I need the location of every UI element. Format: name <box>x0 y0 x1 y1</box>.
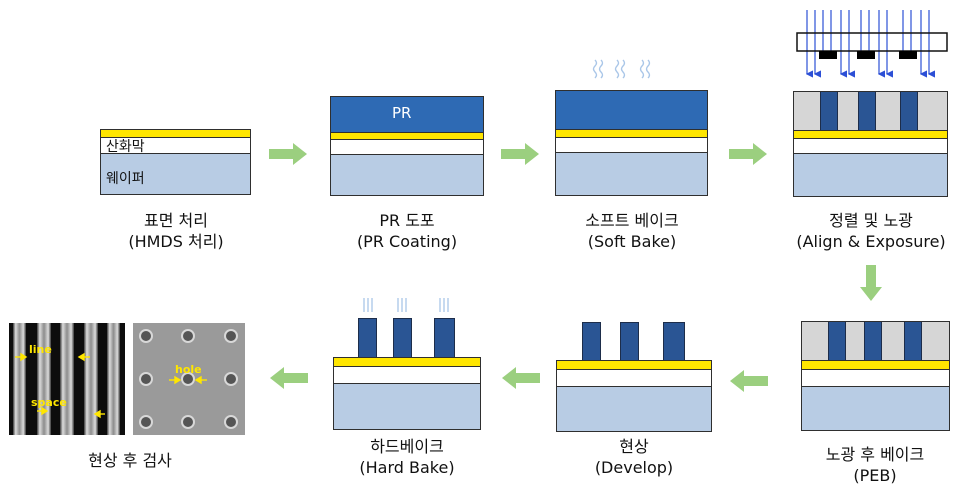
pr-pattern <box>434 318 455 358</box>
step8-title: 현상 후 검사 <box>88 451 172 470</box>
step2-caption: PR 도포 (PR Coating) <box>325 210 489 252</box>
wafer-layer <box>333 383 481 430</box>
space-label: space <box>31 396 67 409</box>
step2-subtitle: (PR Coating) <box>356 232 458 251</box>
step8-caption: 현상 후 검사 <box>40 450 220 471</box>
pr-pattern <box>620 322 639 361</box>
wafer-layer <box>100 153 251 195</box>
step5-subtitle: (PEB) <box>853 466 897 485</box>
arrow-right-icon <box>501 143 539 165</box>
wafer-layer <box>556 386 712 432</box>
exposed-region <box>904 322 922 360</box>
step3-stack <box>555 90 708 196</box>
arrow-down-icon <box>860 265 882 301</box>
step5-stack <box>801 321 950 431</box>
step1-title: 표면 처리 <box>144 211 208 230</box>
wafer-layer <box>555 152 708 196</box>
arrow-left-icon <box>502 367 540 389</box>
oxide-layer <box>555 137 708 153</box>
step7-caption: 하드베이크 (Hard Bake) <box>322 436 492 478</box>
step3-caption: 소프트 베이크 (Soft Bake) <box>548 210 716 252</box>
step6-title: 현상 <box>619 437 649 456</box>
pr-label: PR <box>392 104 412 122</box>
step7-subtitle: (Hard Bake) <box>359 458 455 477</box>
step1-caption: 표면 처리 (HMDS 처리) <box>95 210 257 252</box>
step1-subtitle: (HMDS 처리) <box>128 232 224 251</box>
oxide-layer <box>793 138 948 154</box>
oxide-layer <box>556 369 712 387</box>
step4-caption: 정렬 및 노광 (Align & Exposure) <box>780 210 962 252</box>
step4-subtitle: (Align & Exposure) <box>796 232 946 251</box>
line-label: line <box>29 343 52 356</box>
step1-stack: 산화막 웨이퍼 <box>100 129 251 195</box>
exposed-region <box>858 92 876 130</box>
pr-layer <box>555 90 708 130</box>
pr-pattern <box>663 322 685 361</box>
exposed-region <box>864 322 882 360</box>
step3-title: 소프트 베이크 <box>585 211 679 230</box>
step5-caption: 노광 후 베이크 (PEB) <box>790 444 960 486</box>
step4-stack <box>793 91 948 197</box>
pr-pattern <box>358 318 377 358</box>
arrow-right-icon <box>269 143 307 165</box>
step6-subtitle: (Develop) <box>594 458 674 477</box>
arrow-left-icon <box>730 370 768 392</box>
step3-subtitle: (Soft Bake) <box>587 232 677 251</box>
heat-waves-icon <box>592 59 651 79</box>
oxide-layer <box>801 369 950 387</box>
wafer-layer <box>801 386 950 431</box>
wafer-layer <box>793 153 948 197</box>
exposure-mask-icon <box>796 10 948 78</box>
wafer-label: 웨이퍼 <box>106 171 145 187</box>
pr-pattern <box>393 318 412 358</box>
step6-caption: 현상 (Develop) <box>550 436 718 478</box>
oxide-layer <box>330 139 484 155</box>
hole-label: hole <box>175 363 202 376</box>
exposed-region <box>900 92 918 130</box>
step6-stack <box>556 322 712 432</box>
arrow-left-icon <box>270 367 308 389</box>
exposed-region <box>828 322 846 360</box>
step2-stack: PR <box>330 96 484 196</box>
exposed-region <box>820 92 838 130</box>
oxide-label: 산화막 <box>106 139 145 155</box>
arrow-right-icon <box>729 143 767 165</box>
sem-line-space-image: line space <box>9 323 125 435</box>
sem-hole-image: hole <box>133 323 245 435</box>
step7-stack <box>333 318 481 430</box>
pr-pattern <box>582 322 601 361</box>
heat-lines-icon <box>363 298 449 312</box>
step7-title: 하드베이크 <box>370 437 444 456</box>
wafer-layer <box>330 154 484 196</box>
step4-title: 정렬 및 노광 <box>829 211 913 230</box>
step2-title: PR 도포 <box>379 211 435 230</box>
step5-title: 노광 후 베이크 <box>825 445 925 464</box>
oxide-layer <box>333 366 481 384</box>
